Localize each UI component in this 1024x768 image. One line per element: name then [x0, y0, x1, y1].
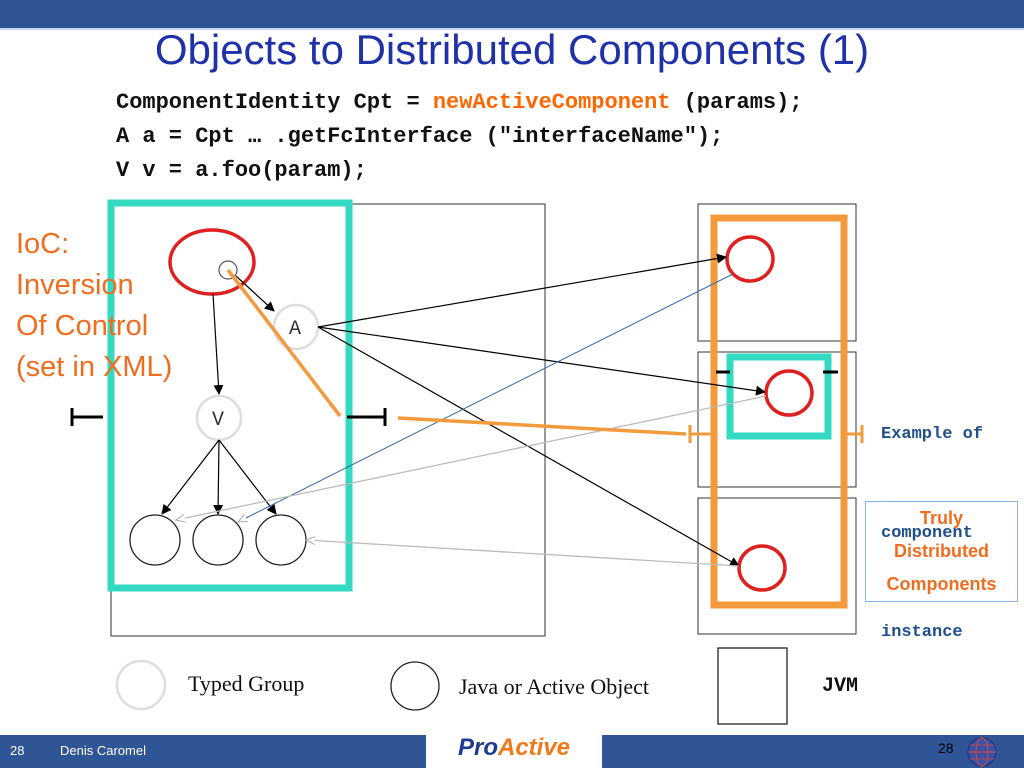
- port-right-outer: [347, 408, 387, 426]
- ioc-line-1: IoC:: [16, 228, 70, 260]
- jvm-box-right-2: [697, 351, 857, 488]
- code-line-2: A a = Cpt … .getFcInterface ("interfaceN…: [116, 124, 724, 149]
- example-line-2: component: [881, 524, 973, 543]
- ref-obj3-to-member3: [306, 540, 740, 567]
- jvm-box-right-1: [697, 203, 857, 342]
- slide-number: 28: [10, 743, 25, 758]
- arrow-v-to-3: [218, 439, 277, 515]
- example-label: Example of component instance: [881, 352, 983, 682]
- truly-line-1: Truly: [919, 508, 963, 528]
- truly-line-2: Distributed: [893, 541, 989, 561]
- top-bar: [0, 0, 1024, 30]
- legend-jvm-label: JVM: [822, 675, 859, 698]
- arrow-v-to-1: [161, 439, 220, 515]
- legend-typed-group-label: Typed Group: [188, 671, 305, 696]
- code-line-1: ComponentIdentity Cpt = newActiveCompone…: [116, 90, 803, 115]
- binding-port-to-remote: [397, 416, 687, 436]
- distributed-orange-frame: [710, 214, 848, 609]
- binding-inner-to-port: [226, 268, 342, 418]
- arrow-obj-to-a: [235, 275, 275, 312]
- port-orange-right: [845, 425, 864, 443]
- red-object-2: [764, 369, 814, 417]
- v-node-label: V: [212, 409, 224, 432]
- group-member-1: [129, 514, 181, 566]
- port-left-outer: [70, 408, 103, 426]
- legend-java-object-icon: [390, 661, 440, 711]
- code-line-1-prefix: ComponentIdentity Cpt =: [116, 90, 433, 115]
- port-orange-left: [688, 425, 712, 443]
- legend-java-object-label: Java or Active Object: [459, 674, 649, 699]
- code-line-1-suffix: (params);: [670, 90, 803, 115]
- component-teal-small: [726, 353, 832, 440]
- ref-obj2-to-member1: [176, 395, 767, 520]
- slide-title: Objects to Distributed Components (1): [154, 26, 870, 73]
- ref-obj1-to-member3: [238, 273, 734, 522]
- jvm-box-left: [110, 203, 546, 637]
- ioc-line-3: Of Control: [16, 310, 149, 342]
- logo-pro: Pro: [457, 734, 498, 761]
- red-object-main: [168, 228, 256, 296]
- example-line-1: Example of: [881, 425, 984, 444]
- group-member-2: [192, 514, 244, 566]
- red-object-3: [737, 544, 787, 592]
- logo-active: Active: [497, 734, 571, 761]
- ioc-label: IoC: Inversion Of Control (set in XML): [16, 224, 172, 388]
- truly-distributed-box: Truly Distributed Components: [865, 501, 1018, 602]
- legend-typed-group-icon: [115, 659, 167, 711]
- legend-jvm-icon: [717, 647, 788, 725]
- red-object-1: [725, 235, 775, 283]
- arrow-obj-to-v: [212, 293, 224, 395]
- ioc-line-2: Inversion: [16, 269, 134, 301]
- code-line-3: V v = a.foo(param);: [116, 158, 367, 183]
- arrow-a-to-obj1: [317, 253, 727, 328]
- truly-line-3: Components: [886, 574, 997, 594]
- proactive-logo: ProActive: [426, 735, 602, 768]
- jvm-box-right-3: [697, 497, 857, 635]
- globe-icon: [967, 737, 997, 767]
- ioc-line-4: (set in XML): [16, 351, 173, 383]
- interface-a-label: A: [289, 318, 301, 341]
- example-line-3: instance: [881, 623, 963, 642]
- page-number: 28: [938, 740, 954, 756]
- footer-author: Denis Caromel: [60, 743, 146, 758]
- arrow-v-to-2: [213, 439, 224, 515]
- arrow-a-to-obj2: [317, 326, 766, 396]
- footer-bar: 28 Denis Caromel ProActive 28: [0, 735, 1024, 768]
- code-keyword: newActiveComponent: [432, 90, 671, 115]
- component-teal-frame: [107, 199, 353, 592]
- group-member-3: [255, 514, 307, 566]
